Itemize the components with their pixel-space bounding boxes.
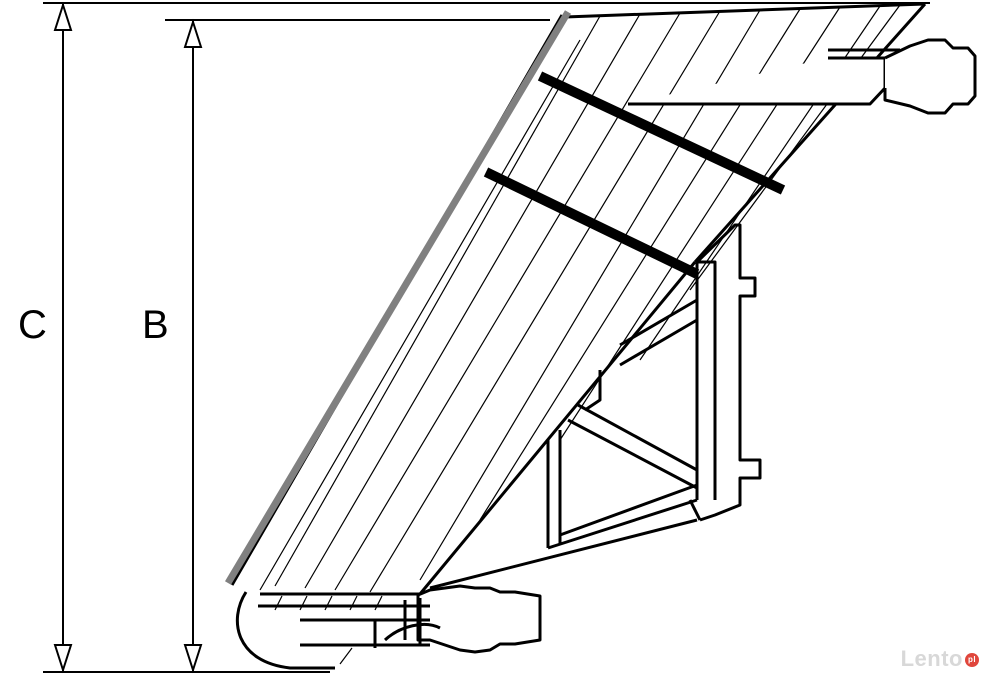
watermark-suffix: pl [965,653,979,668]
arrow-b-bottom [183,644,203,674]
reinforcing-bars [483,71,786,279]
dimension-c-label: C [18,303,47,347]
arrow-c-bottom [53,644,73,674]
arrow-c-top [53,1,73,31]
dimension-b-label: B [142,303,169,347]
watermark-text: Lento [900,646,963,671]
wear-strip [224,10,572,585]
dimension-lines [43,1,930,674]
support-frame [429,223,762,590]
bottom-lip-hatch [274,595,383,665]
top-hinge-bracket [628,38,977,115]
arrow-b-top [183,18,203,48]
bottom-hinge-bracket [258,584,542,654]
